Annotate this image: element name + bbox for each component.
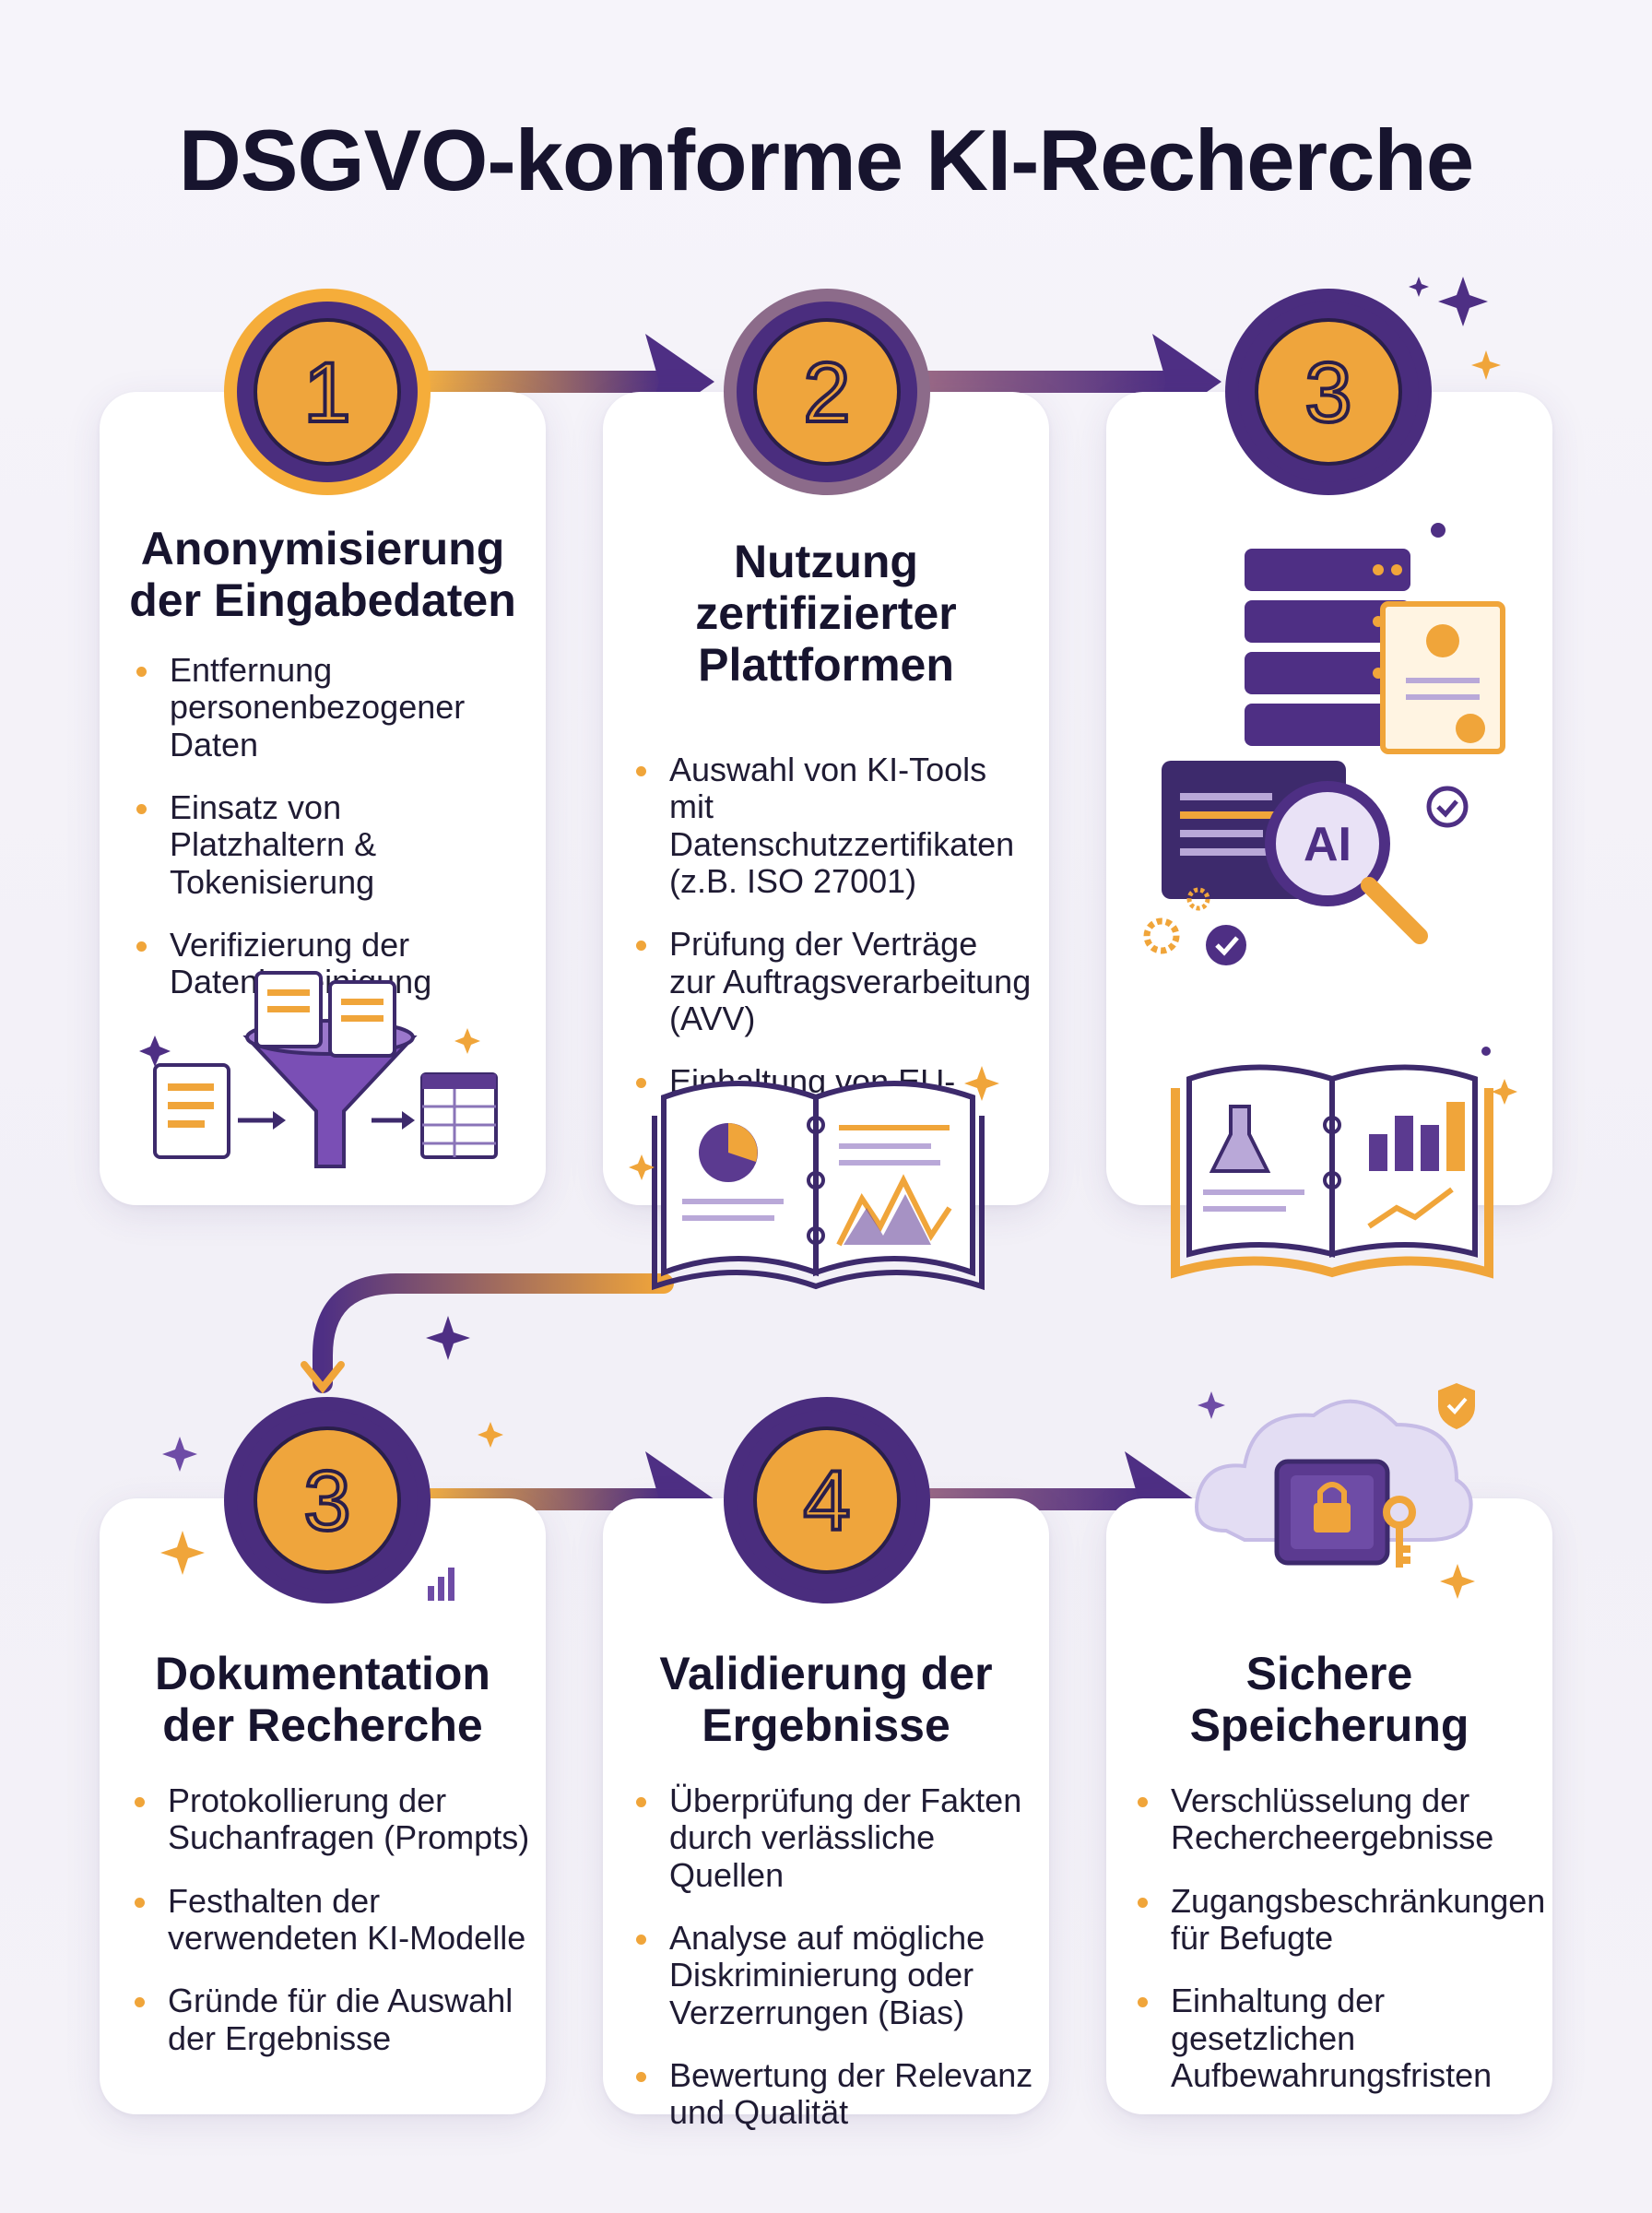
card-title: Validierung der Ergebnisse <box>659 1648 993 1751</box>
bullet-item: Überprüfung der Fakten durch verlässlich… <box>636 1781 1038 1894</box>
card-title: Anonymisierung der Eingabedaten <box>129 523 516 626</box>
bullet-item: Entfernung personenbezogener Daten <box>136 651 524 763</box>
svg-text:AI: AI <box>1304 818 1351 871</box>
certificate-icon <box>1380 601 1505 754</box>
key-icon <box>1383 1496 1416 1568</box>
document-icon <box>153 1063 230 1159</box>
bullet-item: Verifizierung der Datenbereinigung <box>136 926 524 1001</box>
server-icon <box>1245 549 1410 746</box>
card-bullets: Verschlüsselung der Rechercheergebnisse … <box>1138 1781 1549 2120</box>
step-card-1: Anonymisierung der Eingabedaten Entfernu… <box>100 392 546 1205</box>
step-badge-5: 4 <box>724 1397 930 1604</box>
bullet-item: Protokollierung der Suchanfragen (Prompt… <box>135 1781 531 1857</box>
check-icon <box>1206 786 1469 965</box>
bullet-item: Gründe für die Auswahl der Ergebnisse <box>135 1982 531 2057</box>
card-title: Nutzung zertifizierter Plattformen <box>695 536 957 691</box>
notebook-illustration <box>1171 1064 1493 1279</box>
bullet-item: Bewertung der Relevanz und Qualität <box>636 2056 1038 2132</box>
step-badge-4: 3 <box>224 1397 431 1604</box>
card-title: Sichere Speicherung <box>1189 1648 1469 1751</box>
bullet-item: Einsatz von Platzhaltern & Tokenisierung <box>136 788 524 901</box>
table-icon <box>420 1072 498 1159</box>
card-bullets: Entfernung personenbezogener Daten Einsa… <box>136 651 524 1027</box>
bullet-item: Analyse auf mögliche Diskriminierung ode… <box>636 1919 1038 2031</box>
card-bullets: Protokollierung der Suchanfragen (Prompt… <box>135 1781 531 2083</box>
bullet-item: Zugangsbeschränkungen für Befugte <box>1138 1882 1549 1958</box>
card-title: Dokumentation der Recherche <box>155 1648 490 1751</box>
svg-text:2: 2 <box>803 346 850 440</box>
gear-icon <box>1143 887 1210 954</box>
bullet-item: Auswahl von KI-Tools mit Datenschutzzert… <box>636 751 1032 900</box>
safe-icon <box>1274 1459 1390 1566</box>
svg-text:4: 4 <box>803 1454 850 1548</box>
step-badge-3: 3 <box>1225 289 1432 495</box>
card-bullets: Überprüfung der Fakten durch verlässlich… <box>636 1781 1038 2158</box>
shield-icon <box>1438 1383 1475 1429</box>
arrow-row-connector <box>313 1273 674 1393</box>
step-badge-1: 1 <box>224 289 431 495</box>
magnifier-ai-icon: AI <box>1265 781 1428 944</box>
bullet-item: Prüfung der Verträge zur Auftragsverarbe… <box>636 926 1032 1037</box>
book-illustration <box>652 1081 985 1291</box>
step-badge-2: 2 <box>724 289 930 495</box>
bullet-item: Festhalten der verwendeten KI-Modelle <box>135 1882 531 1958</box>
step-card-3: AI <box>1106 392 1552 1205</box>
svg-text:3: 3 <box>303 1454 350 1548</box>
cloud-safe-illustration <box>1195 1383 1475 1568</box>
svg-text:1: 1 <box>303 346 350 440</box>
svg-text:3: 3 <box>1304 346 1351 440</box>
page-title: DSGVO-konforme KI-Recherche <box>178 112 1474 208</box>
step-card-6: Sichere Speicherung Verschlüsselung der … <box>1106 1498 1552 2114</box>
funnel-illustration <box>139 971 498 1168</box>
bullet-item: Verschlüsselung der Rechercheergebnisse <box>1138 1781 1549 1857</box>
server-certificate-illustration: AI <box>1143 549 1505 965</box>
bullet-item: Einhaltung der gesetzlichen Aufbewahrung… <box>1138 1982 1549 2094</box>
